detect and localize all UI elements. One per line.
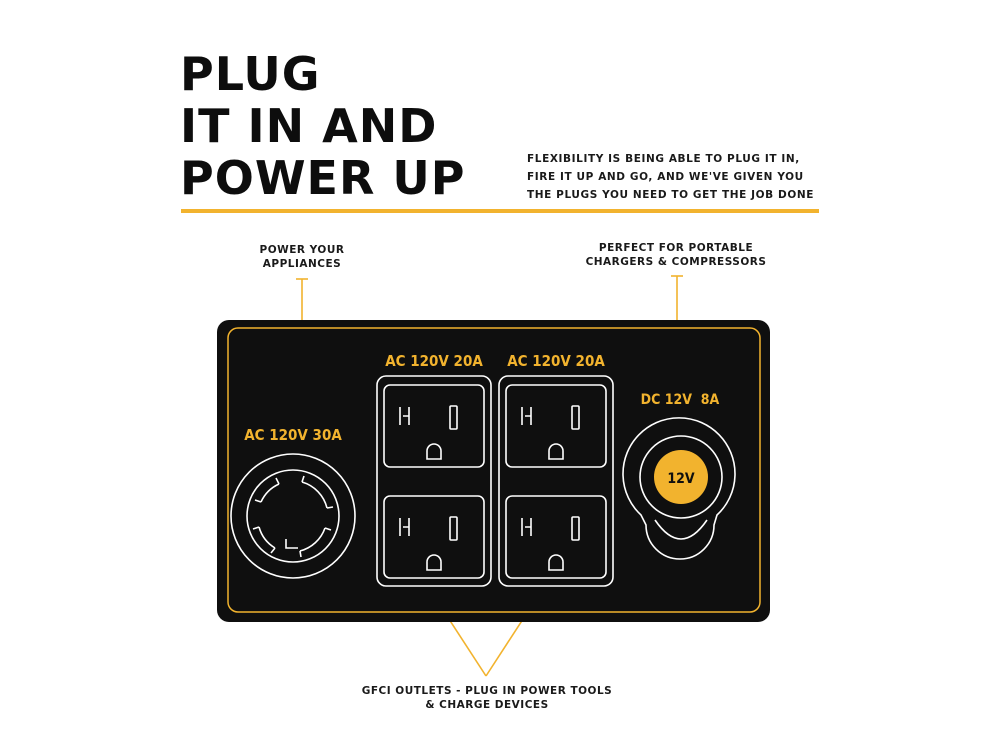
callout-chargers-line-1: PERFECT FOR PORTABLE	[598, 242, 754, 254]
twist-lock-outlet[interactable]	[230, 453, 356, 579]
callout-gfci-line-1: GFCI OUTLETS - PLUG IN POWER TOOLS	[361, 685, 613, 697]
callout-appliances-line-1: POWER YOUR	[259, 244, 345, 256]
intro-line-3: THE PLUGS YOU NEED TO GET THE JOB DONE	[527, 189, 815, 201]
callout-chargers-line-2: CHARGERS & COMPRESSORS	[585, 256, 767, 268]
callout-appliances-line-2: APPLIANCES	[262, 258, 342, 270]
callout-gfci-line-2: & CHARGE DEVICES	[425, 699, 549, 711]
duplex-right-label: AC 120V 20A	[507, 352, 605, 370]
dc-socket-text: 12V	[667, 471, 695, 487]
duplex-left-label: AC 120V 20A	[385, 352, 483, 370]
headline-line-3: POWER UP	[180, 151, 466, 205]
headline-line-2: IT IN AND	[180, 99, 438, 153]
accent-divider	[181, 209, 819, 213]
callout-gfci: GFCI OUTLETS - PLUG IN POWER TOOLS & CHA…	[330, 684, 644, 712]
dc-12v-socket[interactable]	[622, 417, 736, 560]
dc-socket-core	[654, 450, 708, 504]
panel-inner-border	[227, 327, 761, 613]
intro-text: FLEXIBILITY IS BEING ABLE TO PLUG IT IN,…	[527, 150, 814, 204]
duplex-left-faceplate	[376, 375, 492, 587]
callout-chargers: PERFECT FOR PORTABLE CHARGERS & COMPRESS…	[576, 241, 776, 269]
headline: PLUG IT IN AND POWER UP	[180, 48, 465, 204]
intro-line-1: FLEXIBILITY IS BEING ABLE TO PLUG IT IN,	[527, 153, 800, 165]
twist-lock-label: AC 120V 30A	[244, 426, 342, 444]
control-panel	[217, 320, 770, 622]
intro-line-2: FIRE IT UP AND GO, AND WE'VE GIVEN YOU	[527, 171, 804, 183]
headline-line-1: PLUG	[180, 47, 321, 101]
callout-appliances: POWER YOUR APPLIANCES	[240, 243, 364, 271]
duplex-right-faceplate	[498, 375, 614, 587]
dc-socket-label: DC 12V 8A	[641, 392, 720, 408]
